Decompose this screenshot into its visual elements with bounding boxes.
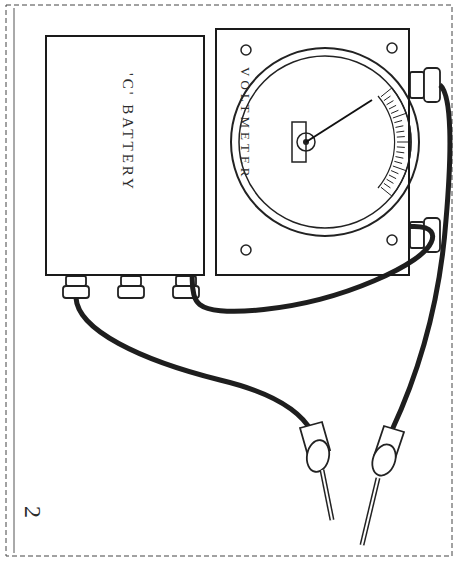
meter-dial (231, 43, 419, 255)
frame (6, 5, 452, 556)
test-prod (362, 426, 404, 545)
meter-label: VOLTMETER (237, 67, 253, 181)
meter-box: VOLTMETER (215, 28, 410, 276)
terminal (63, 276, 199, 298)
test-lead (76, 298, 312, 432)
wire (192, 226, 432, 311)
test-prod (300, 422, 332, 520)
frame-rule (14, 8, 15, 553)
battery-label: 'C' BATTERY (119, 73, 136, 192)
battery-box: 'C' BATTERY (45, 35, 205, 276)
figure-number: 2 (19, 506, 46, 518)
